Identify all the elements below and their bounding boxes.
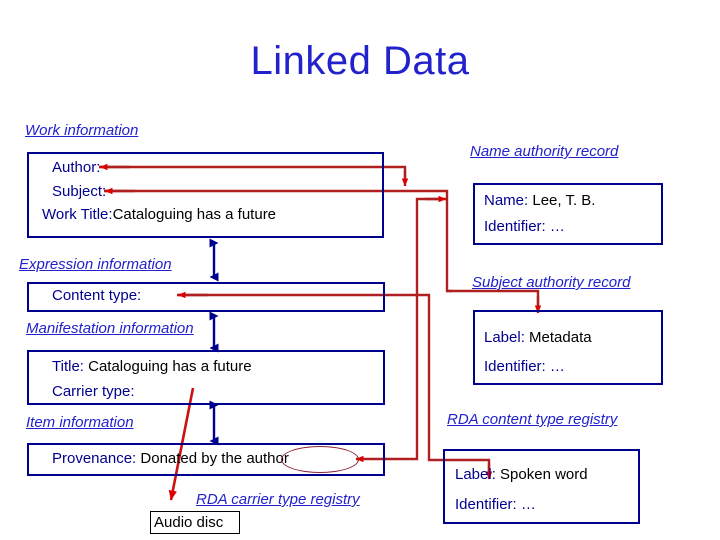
highlight-ellipse-author [281, 446, 359, 473]
label-label: Label: [455, 466, 496, 483]
value-work-title: Cataloguing has a future [112, 206, 277, 223]
caption-item-information: Item information [26, 414, 134, 431]
box-name-authority-record [473, 183, 663, 245]
value-title: Cataloguing has a future [88, 358, 252, 375]
box-manifestation-information [27, 350, 385, 405]
box-item-information [27, 443, 385, 476]
page-title: Linked Data [250, 39, 470, 83]
label-identifier: Identifier: [484, 358, 546, 375]
row-manifestation-title: Title: Cataloguing has a future [52, 358, 252, 375]
label-carrier-type: Carrier type: [52, 383, 135, 400]
caption-rda-carrier-type-registry: RDA carrier type registry [196, 491, 360, 508]
row-work-author: Author: [52, 159, 100, 176]
label-work-title: Work Title: [42, 206, 113, 223]
label-name: Name: [484, 192, 529, 209]
row-work-title: Work Title:Cataloguing has a future [42, 206, 276, 223]
caption-subject-authority-record: Subject authority record [472, 274, 631, 291]
caption-manifestation-information: Manifestation information [26, 320, 194, 337]
label-content-type: Content type: [52, 287, 142, 304]
caption-rda-content-type-registry: RDA content type registry [447, 411, 618, 428]
box-work-information [27, 152, 384, 238]
label-identifier: Identifier: [455, 496, 517, 513]
row-work-subject: Subject: [52, 183, 106, 200]
caption-work-information: Work information [25, 122, 139, 139]
value-provenance: Donated by the author [140, 450, 289, 467]
label-identifier: Identifier: [484, 218, 546, 235]
wire-author-term-to-name-authority [355, 195, 447, 463]
box-subject-authority-record [473, 310, 663, 385]
value-identifier: … [549, 218, 565, 235]
caption-name-authority-record: Name authority record [470, 143, 619, 160]
row-subject-authority-identifier: Identifier: … [484, 358, 565, 375]
label-provenance: Provenance: [52, 450, 137, 467]
value-name: Lee, T. B. [532, 192, 596, 209]
row-item-provenance: Provenance: Donated by the author [52, 450, 289, 467]
caption-expression-information: Expression information [19, 256, 172, 273]
value-identifier: … [549, 358, 565, 375]
box-rda-content-type-registry [443, 449, 640, 524]
row-manifestation-carrier-type: Carrier type: [52, 383, 135, 400]
value-label: Metadata [529, 329, 592, 346]
value-label: Spoken word [500, 466, 588, 483]
row-name-authority-identifier: Identifier: … [484, 218, 565, 235]
row-content-type-registry-label: Label: Spoken word [455, 466, 588, 483]
box-audio-disc: Audio disc [150, 511, 240, 534]
label-author: Author: [52, 159, 101, 176]
row-subject-authority-label: Label: Metadata [484, 329, 592, 346]
row-name-authority-name: Name: Lee, T. B. [484, 192, 595, 209]
label-label: Label: [484, 329, 525, 346]
row-content-type-registry-identifier: Identifier: … [455, 496, 536, 513]
row-expression-content-type: Content type: [52, 287, 141, 304]
label-title: Title: [52, 358, 84, 375]
box-expression-information [27, 282, 385, 312]
value-identifier: … [520, 496, 536, 513]
label-subject: Subject: [52, 183, 107, 200]
